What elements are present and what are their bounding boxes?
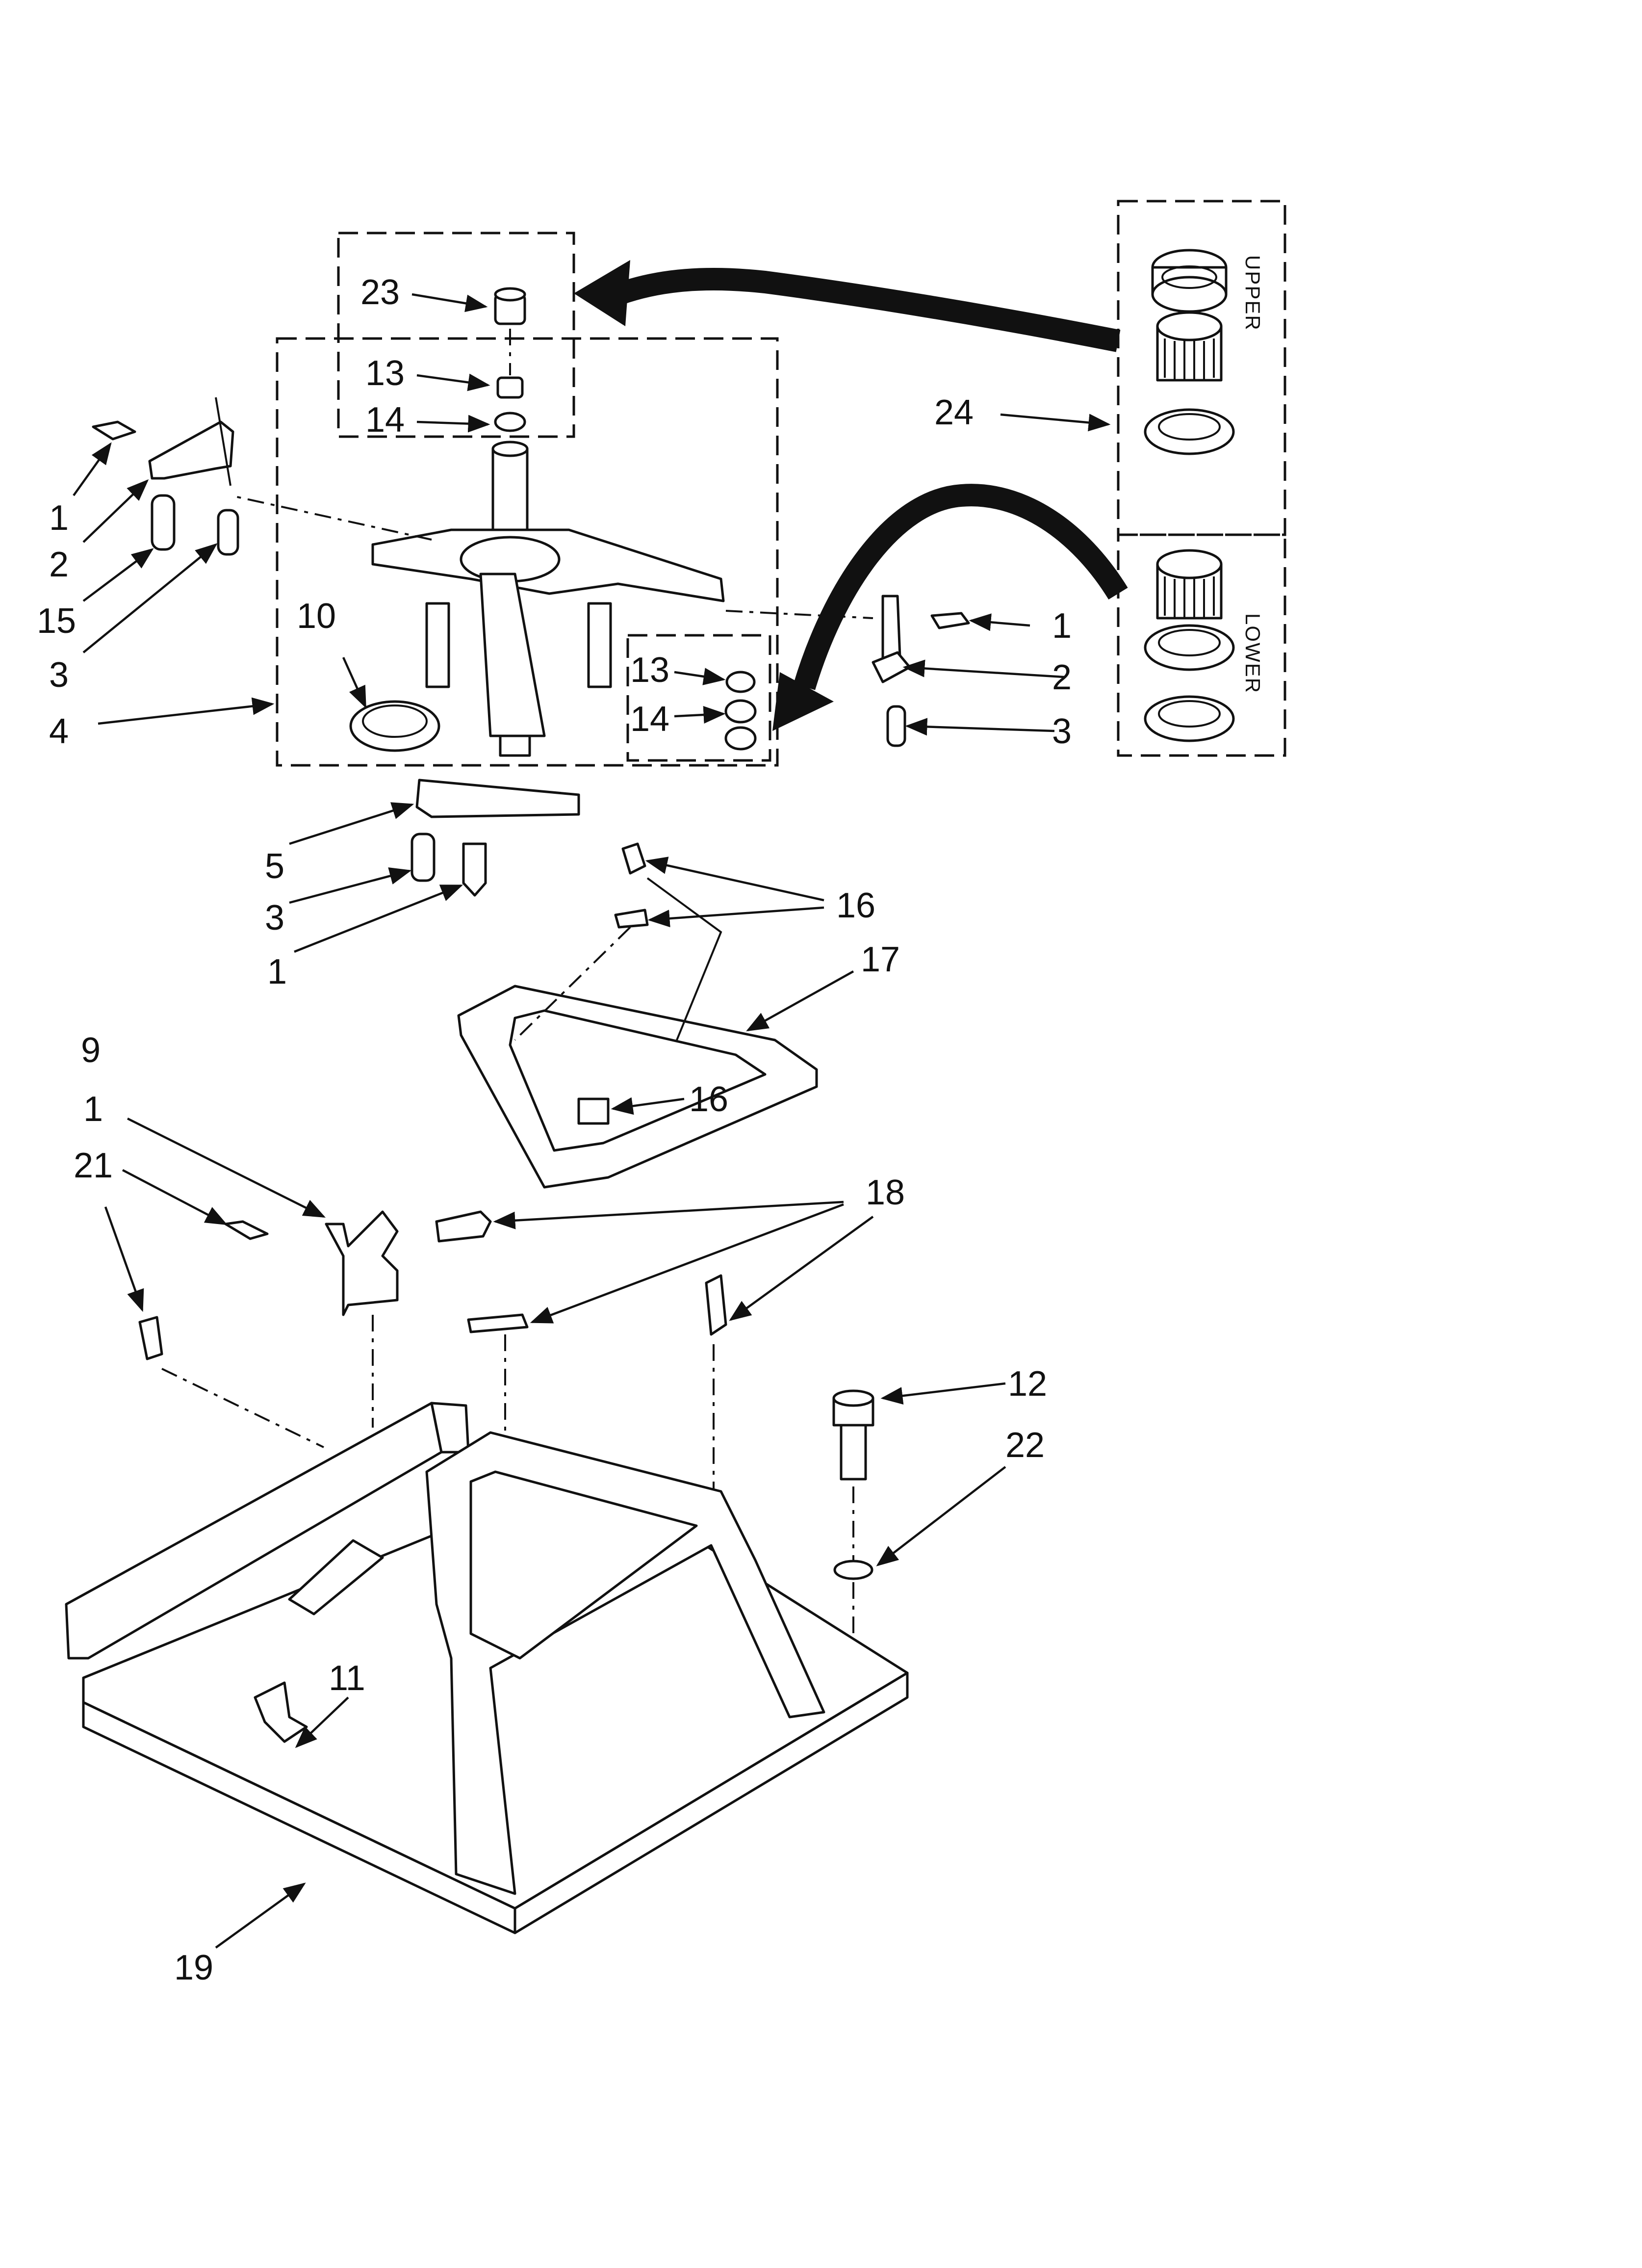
lower-kit-arrow bbox=[772, 484, 1128, 731]
callout-16-upper: 16 bbox=[836, 886, 875, 925]
center-post-box bbox=[276, 337, 779, 767]
callout-12: 12 bbox=[1008, 1364, 1047, 1404]
right-bracket-group bbox=[872, 595, 970, 747]
callout-13-upper: 13 bbox=[365, 354, 405, 393]
upper-kit-parts bbox=[1144, 249, 1235, 455]
callout-9: 9 bbox=[81, 1031, 101, 1070]
upper-kit-box bbox=[1117, 200, 1286, 536]
callout-14-lower: 14 bbox=[630, 700, 669, 739]
bracket-five-group bbox=[410, 779, 580, 897]
callout-13-lower: 13 bbox=[630, 651, 669, 690]
center-post-assembly bbox=[230, 441, 873, 757]
callout-11: 11 bbox=[329, 1659, 365, 1698]
callout-2-right: 2 bbox=[1052, 658, 1072, 697]
callout-16-lower: 16 bbox=[689, 1080, 728, 1119]
callout-14-upper: 14 bbox=[365, 400, 405, 440]
callout-1-right: 1 bbox=[1052, 606, 1072, 646]
leader-lines bbox=[73, 293, 1111, 1949]
lower-bearing-parts bbox=[724, 671, 757, 751]
left-mount-group bbox=[138, 1210, 399, 1448]
lower-kit-parts bbox=[1144, 549, 1235, 742]
callout-19: 19 bbox=[174, 1948, 213, 1987]
seal-ring bbox=[349, 700, 440, 752]
callout-3-right: 3 bbox=[1052, 712, 1072, 751]
callout-23: 23 bbox=[360, 273, 400, 312]
upper-kit-arrow bbox=[574, 260, 1121, 352]
tub-ring-group bbox=[457, 842, 818, 1189]
callout-labels: 23 13 14 24 1 2 15 3 4 10 13 14 1 2 3 5 … bbox=[37, 273, 1072, 1987]
callout-3-left: 3 bbox=[49, 655, 69, 695]
lower-bearing-box bbox=[626, 634, 771, 762]
callout-15: 15 bbox=[37, 601, 76, 641]
callout-4: 4 bbox=[49, 712, 69, 751]
top-bearing-parts bbox=[494, 287, 526, 432]
callout-22: 22 bbox=[1005, 1426, 1045, 1465]
callout-1-lowerleft: 1 bbox=[83, 1090, 103, 1129]
callout-10: 10 bbox=[297, 597, 336, 636]
callout-17: 17 bbox=[861, 940, 900, 979]
lower-label: LOWER bbox=[1241, 613, 1264, 694]
top-bearing-box bbox=[337, 232, 575, 438]
callout-18: 18 bbox=[866, 1173, 905, 1212]
clips-eighteen bbox=[435, 1210, 727, 1570]
callout-1-topleft: 1 bbox=[49, 498, 69, 538]
left-bracket-group bbox=[92, 397, 239, 556]
callout-21: 21 bbox=[74, 1146, 113, 1185]
callout-5: 5 bbox=[265, 847, 284, 886]
upper-label: UPPER bbox=[1241, 255, 1264, 331]
callout-1-center: 1 bbox=[267, 952, 287, 991]
callout-24: 24 bbox=[934, 393, 974, 432]
base-frame bbox=[65, 1402, 909, 1934]
callout-2-left: 2 bbox=[49, 545, 69, 584]
callout-3-center: 3 bbox=[265, 898, 284, 938]
lower-kit-box bbox=[1117, 533, 1286, 757]
